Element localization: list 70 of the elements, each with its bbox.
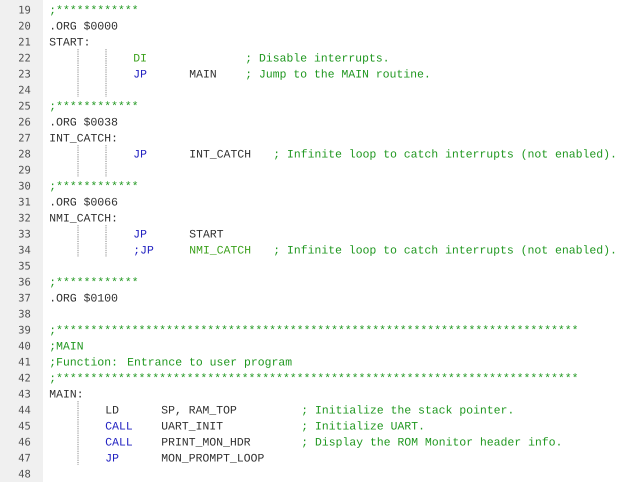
- line-number: 30: [18, 182, 30, 190]
- line-number: 31: [18, 198, 30, 206]
- code-text: START: [190, 230, 224, 238]
- code-comment: ; Infinite loop to catch interrupts (not enabled).: [275, 245, 614, 256]
- code-text: INT_CATCH: [190, 150, 250, 159]
- code-keyword: JP: [134, 230, 146, 238]
- line-number: 25: [19, 102, 30, 110]
- code-text: MON_PROMPT_LOOP: [162, 454, 264, 463]
- code-comment: ;MAIN: [51, 342, 83, 352]
- line-number: 21: [19, 38, 30, 46]
- line-number: 44: [18, 406, 30, 414]
- code-text: .ORG $0066: [52, 197, 118, 206]
- code-text: INT_CATCH:: [50, 134, 116, 143]
- line-number: 38: [18, 310, 30, 318]
- line-number: 37: [18, 294, 30, 302]
- code-comment: ;************: [51, 5, 138, 16]
- code-keyword: JP: [106, 454, 118, 462]
- code-text: .ORG $0000: [52, 21, 118, 30]
- code-text: MAIN:: [50, 390, 81, 398]
- line-number: 46: [18, 438, 30, 446]
- code-comment: ; Initialize the stack pointer.: [303, 405, 512, 416]
- code-comment: ;************: [51, 101, 138, 112]
- code-text: PRINT_MON_HDR: [162, 438, 250, 447]
- code-keyword: JP: [134, 70, 146, 78]
- code-comment: ; Disable interrupts.: [247, 53, 387, 64]
- code-keyword: CALL: [106, 422, 132, 430]
- line-number: 41: [18, 358, 30, 366]
- code-text: LD: [106, 406, 118, 414]
- line-number: 28: [19, 150, 30, 158]
- code-text: .ORG $0038: [52, 117, 118, 126]
- code-comment: ; Initialize UART.: [303, 421, 422, 432]
- line-number: 22: [19, 54, 30, 62]
- line-number: 36: [18, 278, 30, 286]
- line-number: 19: [19, 6, 30, 14]
- code-text: NMI_CATCH:: [50, 214, 116, 223]
- line-number: 45: [18, 422, 30, 430]
- line-number: 39: [18, 326, 30, 334]
- code-comment: ;************: [51, 181, 138, 192]
- code-comment: ;****************************************************************************: [51, 373, 578, 384]
- code-comment: ;************: [51, 277, 138, 288]
- line-number: 40: [18, 342, 30, 350]
- line-number: 24: [19, 86, 30, 94]
- code-comment: ; Display the ROM Monitor header info.: [303, 437, 560, 448]
- line-number: 27: [19, 134, 30, 142]
- code-keyword: CALL: [106, 438, 132, 446]
- code-register: DI: [134, 54, 146, 62]
- line-number: 43: [18, 390, 30, 398]
- line-number: 47: [18, 454, 30, 462]
- code-text: SP, RAM_TOP: [162, 406, 236, 416]
- line-number: 26: [19, 118, 30, 126]
- code-text: .ORG $0100: [52, 293, 118, 302]
- line-number: 32: [18, 214, 30, 222]
- code-keyword: JP: [134, 150, 146, 158]
- line-number: 48: [18, 470, 30, 478]
- code-comment: ;Function: Entrance to user program: [51, 357, 292, 368]
- line-number: 35: [18, 262, 30, 270]
- code-text: UART_INIT: [162, 422, 223, 431]
- code-text: MAIN: [190, 70, 216, 78]
- code-comment: ; Jump to the MAIN routine.: [247, 69, 428, 80]
- line-number: 20: [19, 22, 30, 30]
- line-number: 34: [18, 246, 30, 254]
- code-comment: ; Infinite loop to catch interrupts (not enabled).: [275, 149, 614, 160]
- code-keyword: ;JP: [135, 246, 154, 256]
- line-number: 23: [19, 70, 30, 78]
- line-number: 29: [19, 166, 30, 174]
- line-number: 42: [18, 374, 30, 382]
- code-register: NMI_CATCH: [190, 246, 250, 255]
- code-text: START:: [50, 38, 88, 46]
- code-comment: ;****************************************************************************: [51, 325, 578, 336]
- line-number: 33: [18, 230, 30, 238]
